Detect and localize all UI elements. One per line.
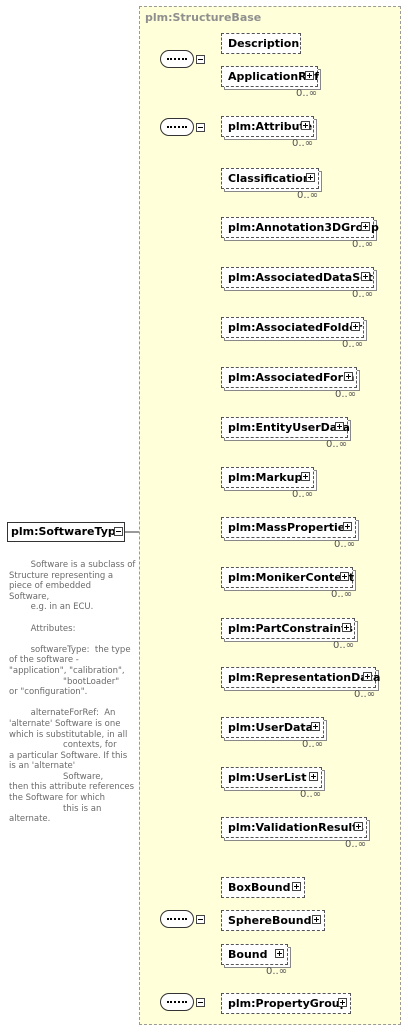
schema-element[interactable]: plm:Attribute xyxy=(221,116,314,137)
schema-element[interactable]: plm:EntityUserData xyxy=(221,417,350,438)
schema-element[interactable]: plm:UserData xyxy=(221,717,324,738)
cardinality-label: 0..∞ xyxy=(354,689,376,700)
element-label: plm:ValidationResults xyxy=(228,821,364,834)
cardinality-label: 0..∞ xyxy=(352,239,374,250)
expand-icon[interactable] xyxy=(351,322,360,331)
collapse-icon[interactable] xyxy=(196,998,205,1007)
expand-icon[interactable] xyxy=(335,422,344,431)
schema-element[interactable]: Classification xyxy=(221,168,319,189)
element-label: Classification xyxy=(228,172,311,185)
expand-icon[interactable] xyxy=(342,623,351,632)
schema-element[interactable]: Description xyxy=(221,33,301,54)
element-label: SphereBound xyxy=(228,914,312,927)
sequence-compositor[interactable] xyxy=(160,910,194,928)
cardinality-label: 0..∞ xyxy=(342,339,364,350)
schema-element[interactable]: plm:AssociatedFolder xyxy=(221,317,364,338)
cardinality-label: 0..∞ xyxy=(331,589,353,600)
schema-element[interactable]: plm:PartConstraints xyxy=(221,618,355,639)
sequence-compositor[interactable] xyxy=(160,118,194,136)
schema-element[interactable]: SphereBound xyxy=(221,910,325,931)
schema-element[interactable]: plm:Markup xyxy=(221,467,314,488)
element-label: plm:RepresentationData xyxy=(228,671,381,684)
cardinality-label: 0..∞ xyxy=(345,839,367,850)
schema-element[interactable]: plm:AssociatedForm xyxy=(221,367,357,388)
expand-icon[interactable] xyxy=(301,121,310,130)
cardinality-label: 0..∞ xyxy=(326,439,348,450)
expand-icon[interactable] xyxy=(292,882,301,891)
expand-icon[interactable] xyxy=(338,998,347,1007)
root-element-box[interactable]: plm:SoftwareType xyxy=(7,522,125,542)
element-label: plm:Markup xyxy=(228,471,303,484)
element-label: plm:UserData xyxy=(228,721,314,734)
sequence-dots-icon xyxy=(167,1001,187,1005)
sequence-compositor[interactable] xyxy=(160,50,194,68)
collapse-icon[interactable] xyxy=(196,915,205,924)
expand-icon[interactable] xyxy=(312,915,321,924)
element-label: ApplicationRef xyxy=(228,70,319,83)
expand-icon[interactable] xyxy=(344,372,353,381)
collapse-icon[interactable] xyxy=(196,55,205,64)
cardinality-label: 0..∞ xyxy=(297,190,319,201)
element-label: BoxBound xyxy=(228,881,291,894)
element-label: plm:EntityUserData xyxy=(228,421,350,434)
root-element-label: plm:SoftwareType xyxy=(11,525,124,538)
expand-icon[interactable] xyxy=(305,71,314,80)
cardinality-label: 0..∞ xyxy=(335,389,357,400)
expand-icon[interactable] xyxy=(343,522,352,531)
documentation-text: Software is a subclass of Structure repr… xyxy=(9,560,136,825)
expand-icon[interactable] xyxy=(363,672,372,681)
expand-icon[interactable] xyxy=(306,173,315,182)
cardinality-label: 0..∞ xyxy=(302,739,324,750)
expand-icon[interactable] xyxy=(340,572,349,581)
sequence-dots-icon xyxy=(167,126,187,130)
schema-element[interactable]: Bound xyxy=(221,944,288,965)
sequence-dots-icon xyxy=(167,918,187,922)
element-label: plm:AssociatedFolder xyxy=(228,321,363,334)
expand-icon[interactable] xyxy=(301,472,310,481)
schema-element[interactable]: plm:MassProperties xyxy=(221,517,356,538)
expand-icon[interactable] xyxy=(361,272,370,281)
cardinality-label: 0..∞ xyxy=(266,966,288,977)
element-label: plm:PartConstraints xyxy=(228,622,353,635)
base-type-box xyxy=(139,6,401,1025)
schema-element[interactable]: plm:Annotation3DGroup xyxy=(221,217,379,238)
element-label: Description xyxy=(228,37,300,50)
cardinality-label: 0..∞ xyxy=(300,789,322,800)
cardinality-label: 0..∞ xyxy=(352,289,374,300)
element-label: Bound xyxy=(228,948,268,961)
schema-element[interactable]: plm:RepresentationData xyxy=(221,667,380,688)
element-label: plm:AssociatedDataSet xyxy=(228,271,373,284)
collapse-icon[interactable] xyxy=(196,123,205,132)
schema-element[interactable]: BoxBound xyxy=(221,877,305,898)
sequence-compositor[interactable] xyxy=(160,993,194,1011)
expand-icon[interactable] xyxy=(309,772,318,781)
collapse-icon[interactable] xyxy=(114,527,123,536)
schema-element[interactable]: plm:UserList xyxy=(221,767,322,788)
base-type-title: plm:StructureBase xyxy=(145,11,262,24)
expand-icon[interactable] xyxy=(354,822,363,831)
cardinality-label: 0..∞ xyxy=(292,138,314,149)
sequence-dots-icon xyxy=(167,58,187,62)
expand-icon[interactable] xyxy=(361,222,370,231)
expand-icon[interactable] xyxy=(275,949,284,958)
schema-element[interactable]: ApplicationRef xyxy=(221,66,319,87)
element-label: plm:Annotation3DGroup xyxy=(228,221,379,234)
element-label: plm:PropertyGroup xyxy=(228,997,348,1010)
expand-icon[interactable] xyxy=(311,722,320,731)
schema-element[interactable]: plm:MonikerContext xyxy=(221,567,355,588)
element-label: plm:MassProperties xyxy=(228,521,352,534)
schema-element[interactable]: plm:ValidationResults xyxy=(221,817,367,838)
element-label: plm:MonikerContext xyxy=(228,571,355,584)
element-label: plm:UserList xyxy=(228,771,307,784)
cardinality-label: 0..∞ xyxy=(296,88,318,99)
cardinality-label: 0..∞ xyxy=(292,489,314,500)
cardinality-label: 0..∞ xyxy=(333,640,355,651)
schema-element[interactable]: plm:AssociatedDataSet xyxy=(221,267,374,288)
schema-element[interactable]: plm:PropertyGroup xyxy=(221,993,351,1014)
element-label: plm:Attribute xyxy=(228,120,313,133)
element-label: plm:AssociatedForm xyxy=(228,371,355,384)
cardinality-label: 0..∞ xyxy=(334,539,356,550)
